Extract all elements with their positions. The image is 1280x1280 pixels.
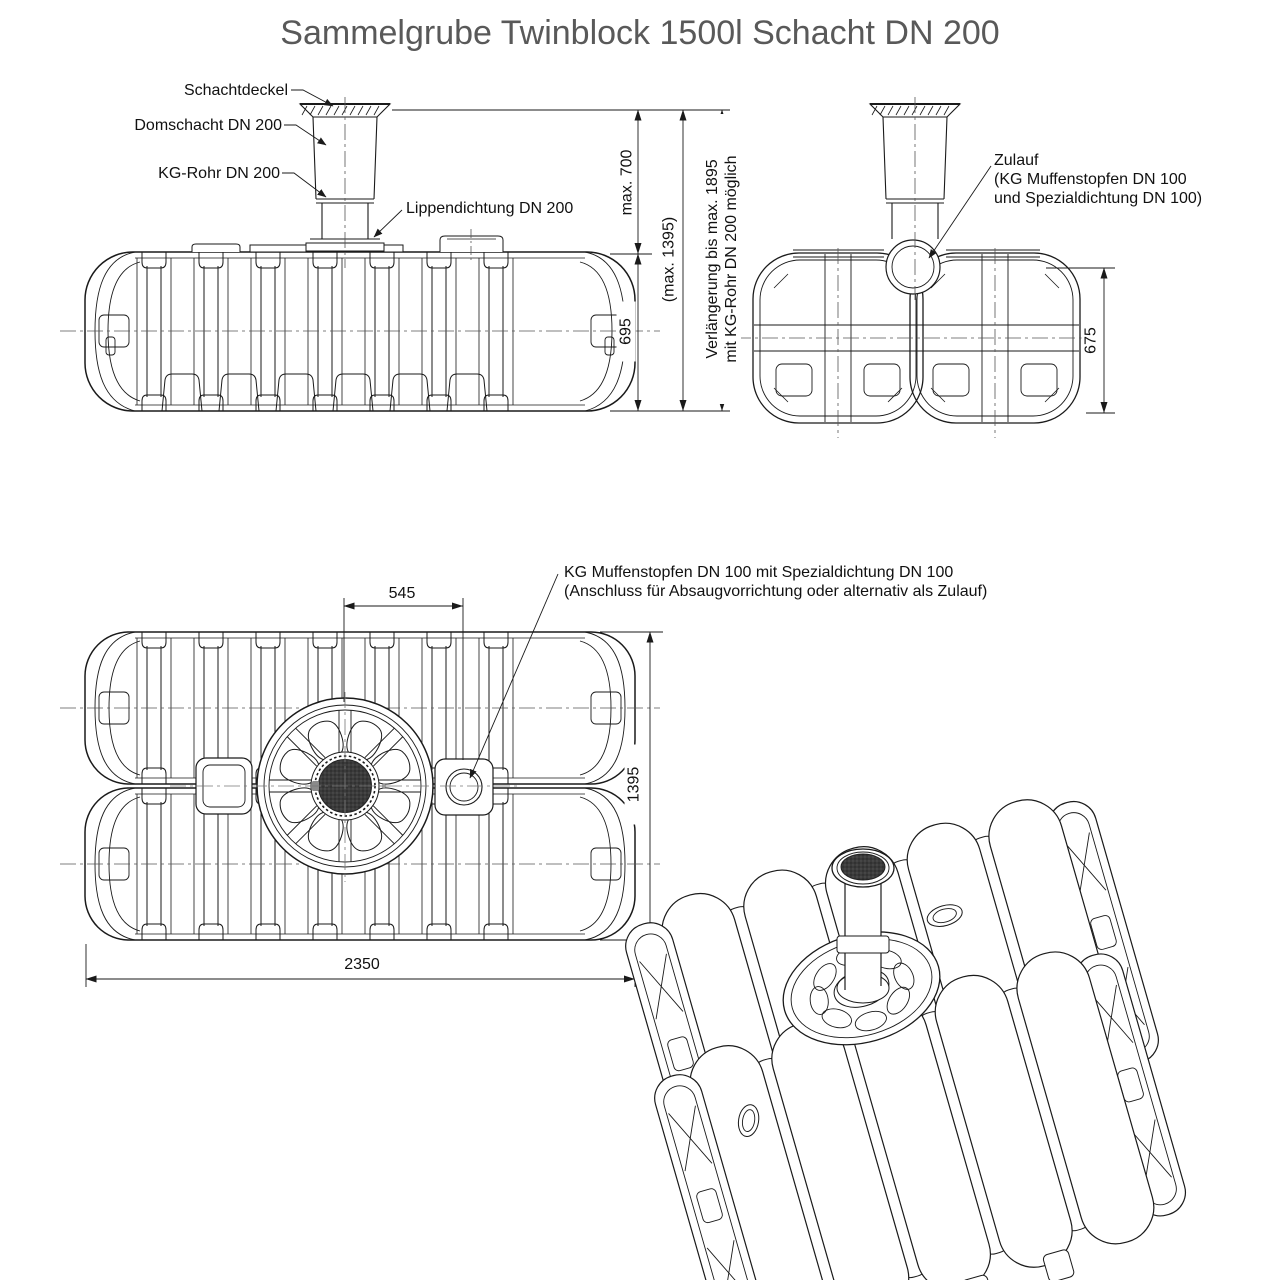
muffenstopfen-line2: (Anschluss für Absaugvorrichtung oder al…: [564, 583, 988, 600]
dimension-extension-note: Verlängerung bis max. 1895 mit KG-Rohr D…: [703, 114, 741, 404]
label-domschacht: Domschacht DN 200: [134, 117, 282, 134]
dimension-695: 695: [616, 301, 636, 362]
label-zulauf: Zulauf (KG Muffenstopfen DN 100 und Spez…: [994, 151, 1202, 208]
label-lippendichtung: Lippendichtung DN 200: [406, 200, 574, 217]
dimension-max-700: max. 700: [617, 122, 637, 243]
zulauf-line2: (KG Muffenstopfen DN 100: [994, 171, 1187, 188]
label-muffenstopfen: KG Muffenstopfen DN 100 mit Spezialdicht…: [564, 563, 987, 601]
dimension-2350: 2350: [322, 956, 402, 974]
page-title: Sammelgrube Twinblock 1500l Schacht DN 2…: [280, 14, 1000, 52]
muffenstopfen-line1: KG Muffenstopfen DN 100 mit Spezialdicht…: [564, 564, 954, 581]
extension-note-line1: Verlängerung bis max. 1895: [704, 159, 721, 359]
zulauf-line1: Zulauf: [994, 152, 1039, 169]
top-view-drawing: [60, 573, 663, 987]
dimension-1395: 1395: [624, 744, 644, 825]
side-view-drawing: [735, 97, 1115, 438]
dimension-max-1395: (max. 1395): [659, 199, 679, 320]
label-schachtdeckel: Schachtdeckel: [183, 82, 288, 99]
extension-note-line2: mit KG-Rohr DN 200 möglich: [723, 155, 740, 363]
isometric-view-drawing: [619, 790, 1192, 1280]
front-view-drawing: [60, 89, 730, 412]
dimension-675: 675: [1081, 310, 1101, 371]
dimension-545: 545: [372, 585, 432, 603]
label-kg-rohr: KG-Rohr DN 200: [158, 165, 280, 182]
zulauf-line3: und Spezialdichtung DN 100): [994, 190, 1203, 207]
